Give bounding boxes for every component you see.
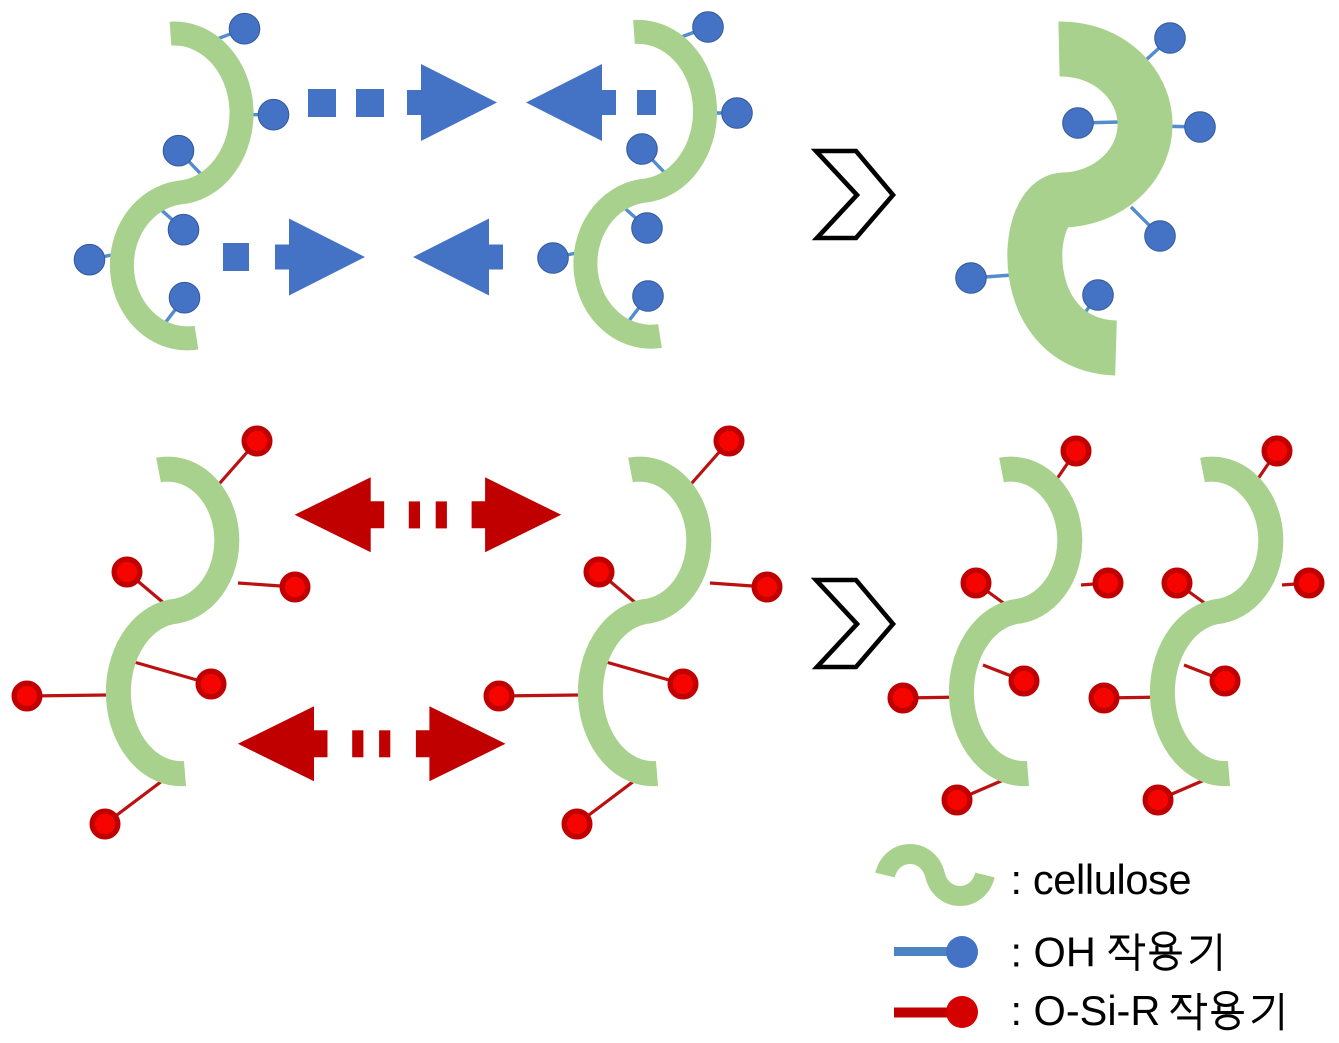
svg-text:: OH: : OH: [1011, 929, 1096, 976]
svg-text:: cellulose: : cellulose: [1011, 856, 1192, 903]
svg-text:: O-Si-R: : O-Si-R: [1011, 987, 1161, 1034]
